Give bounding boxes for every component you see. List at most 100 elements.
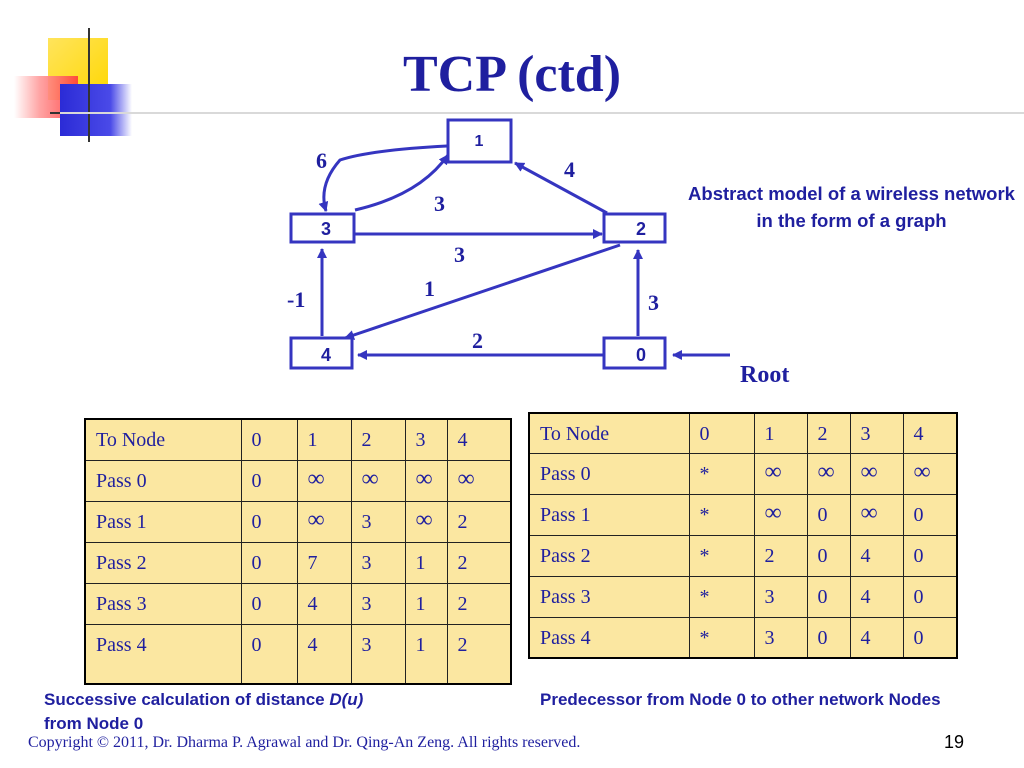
table-header-cell: 0 [240,418,298,461]
predecessor-table: To Node 0 1 2 3 4 Pass 0 * ∞ ∞ ∞ ∞ Pass … [528,412,958,659]
table-cell: 0 [902,493,958,536]
graph-node-3: 3 [289,212,356,244]
edge-3-to-1 [354,154,450,212]
table-row: Pass 2 0 7 3 1 2 [84,541,512,584]
table-cell: 2 [446,623,512,685]
table-row: Pass 2 * 2 0 4 0 [528,534,958,577]
table-cell: 0 [240,459,298,502]
table-header-cell: 1 [296,418,352,461]
table-header-cell: 4 [446,418,512,461]
distance-table-caption: Successive calculation of distance D(u) … [44,688,504,736]
table-cell: 3 [350,500,406,543]
node-label-0: 0 [636,345,646,365]
edge-weight-3-1: 3 [434,191,445,216]
node-label-1: 1 [475,133,484,150]
graph-node-4: 4 [289,336,354,370]
table-cell: ∞ [404,459,448,502]
node-label-2: 2 [636,219,646,239]
copyright-footer: Copyright © 2011, Dr. Dharma P. Agrawal … [28,734,581,751]
table-cell: ∞ [806,452,851,495]
table-cell: 4 [296,582,352,625]
caption-text: Successive calculation of distance [44,690,330,709]
predecessor-table-caption: Predecessor from Node 0 to other network… [540,690,941,709]
table-cell: ∞ [849,493,904,536]
table-cell: ∞ [753,452,808,495]
table-row: Pass 3 0 4 3 1 2 [84,582,512,625]
table-cell: 2 [446,500,512,543]
table-cell: 0 [806,534,851,577]
table-cell: 2 [446,582,512,625]
edge-weight-0-2: 3 [648,290,659,315]
table-cell: * [688,493,755,536]
table-cell: * [688,452,755,495]
table-cell: ∞ [296,500,352,543]
table-cell: Pass 2 [84,541,242,584]
edge-weight-2-4: 1 [424,276,435,301]
table-cell: ∞ [296,459,352,502]
table-cell: 1 [404,582,448,625]
table-cell: 0 [240,541,298,584]
table-cell: 0 [806,616,851,659]
distance-table: To Node 0 1 2 3 4 Pass 0 0 ∞ ∞ ∞ ∞ Pass … [84,418,512,685]
table-cell: 2 [446,541,512,584]
root-label: Root [740,362,790,388]
table-cell: 4 [849,616,904,659]
caption-italic: D(u) [329,690,364,709]
table-cell: 7 [296,541,352,584]
table-cell: Pass 1 [84,500,242,543]
table-cell: 3 [753,575,808,618]
table-header-cell: 1 [753,412,808,454]
edge-weight-2-1: 4 [564,157,575,182]
table-row: Pass 4 * 3 0 4 0 [528,616,958,659]
table-cell: Pass 0 [528,452,690,495]
table-cell: 1 [404,541,448,584]
table-row: Pass 0 * ∞ ∞ ∞ ∞ [528,452,958,495]
table-cell: Pass 2 [528,534,690,577]
table-row: Pass 4 0 4 3 1 2 [84,623,512,685]
decor-vertical-line [88,28,90,142]
table-cell: Pass 1 [528,493,690,536]
table-cell: ∞ [404,500,448,543]
slide-title: TCP (ctd) [402,46,622,103]
table-cell: * [688,575,755,618]
edge-1-to-3 [318,144,448,212]
table-cell: 0 [240,500,298,543]
table-cell: 1 [404,623,448,685]
edge-weight-1-3: 6 [316,148,327,173]
table-row: Pass 1 0 ∞ 3 ∞ 2 [84,500,512,543]
title-divider [60,112,1024,114]
table-cell: ∞ [902,452,958,495]
table-cell: 0 [902,575,958,618]
edge-weight-0-4: 2 [472,328,483,353]
graph-node-2: 2 [602,212,667,244]
table-cell: Pass 4 [528,616,690,659]
table-cell: Pass 3 [528,575,690,618]
decor-blue-square [60,84,132,136]
table-cell: 0 [902,616,958,659]
table-header-cell: To Node [528,412,690,454]
node-label-4: 4 [321,345,331,365]
page-number: 19 [944,732,965,752]
table-row: Pass 0 0 ∞ ∞ ∞ ∞ [84,459,512,502]
table-header-cell: 2 [350,418,406,461]
caption-text-line2: from Node 0 [44,714,144,733]
table-row: Pass 1 * ∞ 0 ∞ 0 [528,493,958,536]
table-header-cell: 0 [688,412,755,454]
edge-weight-3-2: 3 [454,242,465,267]
table-cell: 0 [902,534,958,577]
table-cell: * [688,616,755,659]
table-cell: 3 [350,582,406,625]
table-cell: 2 [753,534,808,577]
edge-weight-4-3: -1 [287,287,305,312]
graph-node-0: 0 [602,336,667,370]
table-header-cell: To Node [84,418,242,461]
table-cell: 0 [240,623,298,685]
table-header-cell: 3 [849,412,904,454]
table-cell: 0 [240,582,298,625]
table-header-row: To Node 0 1 2 3 4 [84,418,512,461]
table-header-cell: 2 [806,412,851,454]
table-cell: Pass 3 [84,582,242,625]
table-header-cell: 3 [404,418,448,461]
table-cell: * [688,534,755,577]
